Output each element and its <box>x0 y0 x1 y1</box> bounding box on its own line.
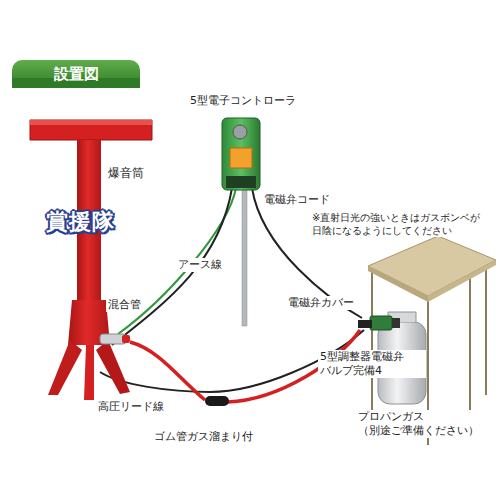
shelter-roof <box>368 236 496 296</box>
controller-base <box>226 176 256 188</box>
valve-fitting <box>392 318 400 328</box>
shelter-post <box>371 270 373 410</box>
cannon-top-bar <box>30 120 152 140</box>
part-label: プロパンガス （別途ご準備ください） <box>356 410 496 438</box>
part-label: 電磁弁カバー <box>286 296 356 310</box>
electronic-controller <box>222 118 260 190</box>
part-label: アース線 <box>176 258 224 272</box>
note: ※直射日光の強いときはガスボンベが 日陰になるようにしてください <box>310 212 496 237</box>
solenoid-valve-cord <box>252 188 362 318</box>
watermark: 賞援隊 <box>44 208 117 236</box>
shelter-roof-edge <box>428 260 496 302</box>
earth-wire <box>118 188 236 334</box>
part-label: 5型調整器電磁弁 バルブ完備4 <box>318 350 426 378</box>
cannon-leg <box>48 340 82 395</box>
valve-body <box>358 320 372 328</box>
regulator-solenoid-valve <box>358 316 400 330</box>
part-label: 爆音筒 <box>106 166 146 181</box>
controller-box <box>222 118 260 190</box>
cannon-top-highlight <box>30 120 152 125</box>
controller-wire <box>112 188 232 345</box>
valve-cover <box>370 316 392 330</box>
title-tab-shape <box>12 60 140 88</box>
part-label: 高圧リード線 <box>96 400 166 414</box>
mixing-tube-cap <box>122 335 130 343</box>
part-label: 混合管 <box>106 298 143 312</box>
part-label: 5型電子コントローラ <box>188 94 298 108</box>
cannon <box>30 120 152 400</box>
cannon-leg <box>96 340 130 394</box>
part-label: ゴム管ガス溜まり付 <box>152 430 255 444</box>
controller-panel <box>230 148 252 168</box>
gas-reservoir <box>205 396 229 406</box>
part-label: 電磁弁コード <box>262 193 332 207</box>
shelter-post <box>469 275 471 420</box>
controller-dial <box>233 125 247 139</box>
title-tab <box>12 60 140 88</box>
shelter-roof-edge <box>368 266 428 302</box>
rubber-hose <box>130 342 205 400</box>
shelter-post <box>485 266 487 395</box>
cannon-leg <box>84 345 94 400</box>
title: 設置図 <box>12 60 140 88</box>
